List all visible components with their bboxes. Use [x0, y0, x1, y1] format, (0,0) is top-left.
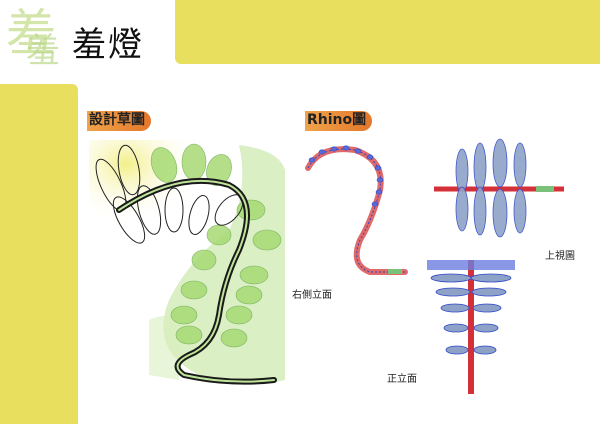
right-side-view-caption: 右側立面 [292, 290, 332, 301]
svg-text:羞: 羞 [6, 4, 56, 62]
left-yellow-band [0, 84, 78, 424]
top-view-caption: 上視圖 [545, 251, 575, 262]
logo-mark: 羞 羞 [6, 4, 60, 71]
rhino-right-side-view [305, 145, 408, 275]
svg-text:羞: 羞 [26, 31, 60, 71]
top-yellow-band [175, 0, 600, 64]
rhino-section-label: Rhino圖 [305, 111, 373, 131]
page-title: 羞燈 [72, 25, 144, 65]
rhino-top-view [434, 138, 564, 238]
design-sketch-image [89, 140, 285, 400]
rhino-front-view [427, 260, 515, 394]
sketch-section-label: 設計草圖 [87, 111, 151, 131]
front-view-caption: 正立面 [387, 374, 417, 385]
